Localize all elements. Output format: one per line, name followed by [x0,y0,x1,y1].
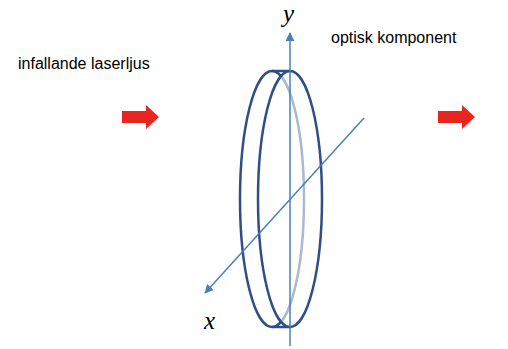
y-axis [289,33,291,346]
incident-laser-arrow [122,105,159,129]
axis-label: x [204,307,215,336]
beam-label: infallande laserljus [18,55,150,73]
outgoing-laser-arrow [438,105,475,129]
axis-label: y [283,0,294,29]
x-axis [205,118,364,293]
component-label: optisk komponent [331,29,456,47]
